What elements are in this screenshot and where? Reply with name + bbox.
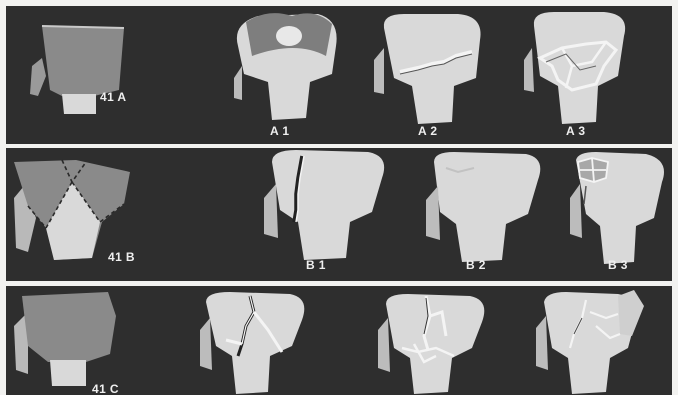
row-c-panel: 41 C [6,286,672,395]
label-a1: A 1 [270,124,289,138]
row-a-panel: 41 A A 1 A 2 A 3 [6,6,672,144]
label-b1: B 1 [306,258,326,272]
row-c-illustrations [6,286,672,395]
row-b-illustrations [6,148,672,281]
label-b2: B 2 [466,258,486,272]
bone-b1 [264,150,384,260]
bone-b2 [426,152,540,262]
bone-a2 [374,14,481,124]
bone-c3 [536,290,644,394]
label-b3: B 3 [608,258,628,272]
bone-a1 [234,13,337,120]
bone-c1 [200,292,304,394]
row-b-panel: 41 B B 1 B 2 B 3 [6,148,672,281]
label-41a: 41 A [100,90,127,104]
label-41b: 41 B [108,250,135,264]
schematic-41b [14,160,130,260]
label-a2: A 2 [418,124,437,138]
label-41c: 41 C [92,382,119,395]
label-a3: A 3 [566,124,585,138]
bone-a3 [524,12,625,124]
bone-c2 [378,294,484,394]
schematic-41c [14,292,116,386]
bone-b3 [570,152,664,264]
